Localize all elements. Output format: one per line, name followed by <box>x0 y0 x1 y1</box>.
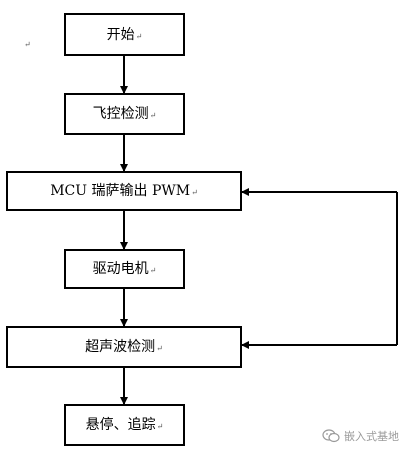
node-flight-check-paragraph-mark: ↵ <box>149 111 157 120</box>
watermark: 嵌入式基地 <box>322 428 399 444</box>
node-hover: 悬停、追踪 ↵ <box>64 404 185 446</box>
wechat-icon <box>322 429 340 443</box>
node-hover-paragraph-mark: ↵ <box>156 422 164 431</box>
node-start-paragraph-mark: ↵ <box>135 31 143 41</box>
node-start-label: 开始 <box>106 26 135 43</box>
node-ultrasonic-paragraph-mark: ↵ <box>156 344 163 353</box>
node-flight-check-label: 飞控检测 <box>92 106 149 122</box>
node-ultrasonic: 超声波检测 ↵ <box>6 326 242 368</box>
node-mcu-pwm-label: MCU 瑞萨输出 PWM <box>50 183 191 199</box>
node-flight-check: 飞控检测 ↵ <box>64 93 185 135</box>
node-mcu-pwm-paragraph-mark: ↵ <box>191 188 198 197</box>
node-ultrasonic-label: 超声波检测 <box>85 339 156 355</box>
node-motor-label: 驱动电机 <box>92 261 149 277</box>
node-mcu-pwm: MCU 瑞萨输出 PWM ↵ <box>6 171 242 211</box>
node-motor: 驱动电机 ↵ <box>64 249 185 289</box>
paragraph-mark: ↵ <box>24 40 31 49</box>
watermark-text: 嵌入式基地 <box>344 430 399 443</box>
node-start: 开始 ↵ <box>64 13 185 56</box>
node-hover-label: 悬停、追踪 <box>85 417 156 433</box>
node-motor-paragraph-mark: ↵ <box>149 266 157 275</box>
